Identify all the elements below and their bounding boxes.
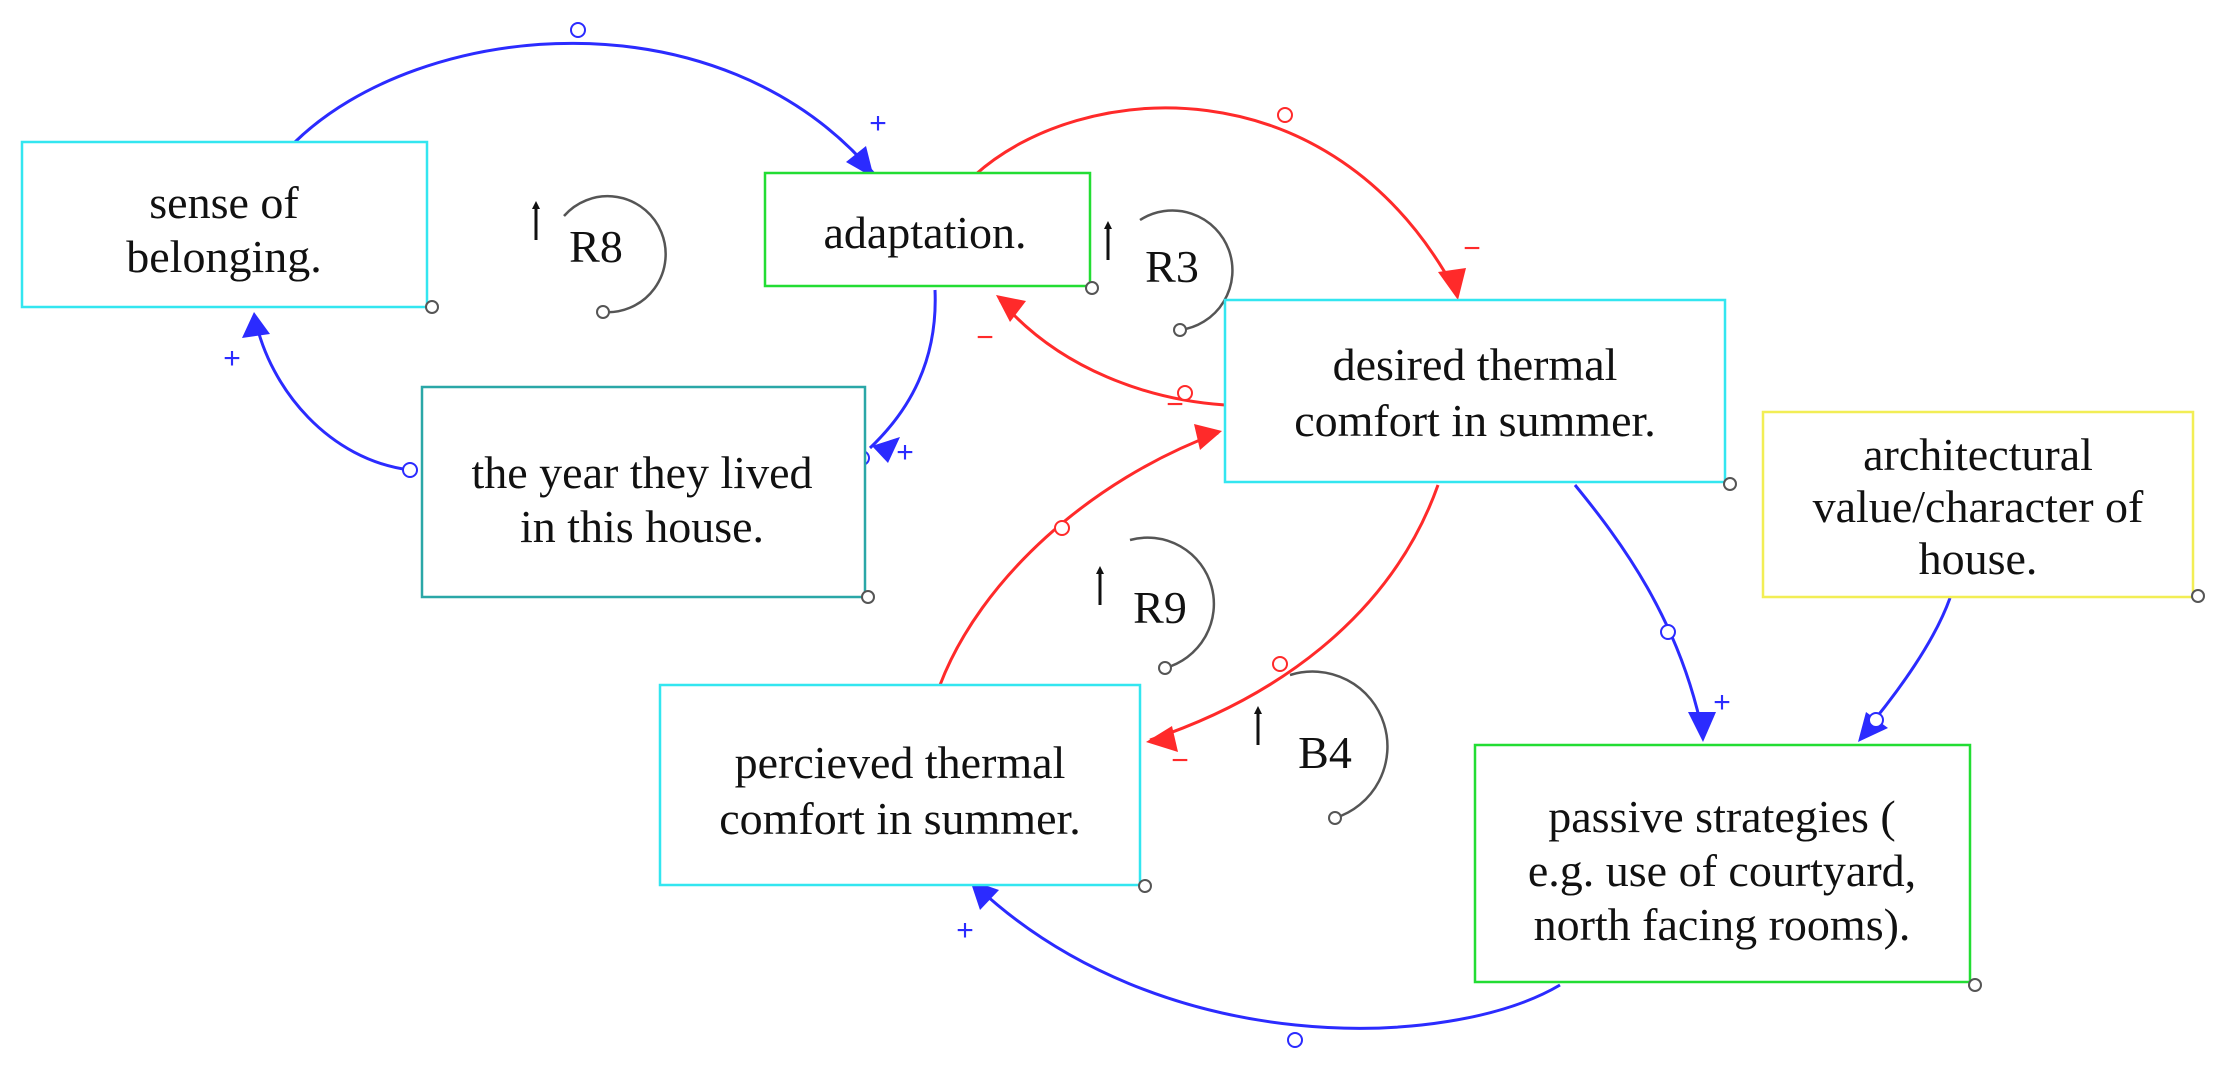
node-label: in this house.	[520, 501, 764, 552]
polarity-sign: +	[1713, 686, 1731, 719]
node-years-lived[interactable]: the year they lived in this house.	[420, 385, 875, 604]
node-passive-strategies[interactable]: passive strategies ( e.g. use of courtya…	[1473, 743, 1982, 992]
link-passive-to-perceived[interactable]	[973, 883, 1561, 1030]
link-handle-desired-to-adaptation[interactable]	[1177, 385, 1193, 401]
loop-label: R3	[1145, 241, 1199, 292]
node-adaptation[interactable]: adaptation.	[763, 171, 1099, 295]
node-label: e.g. use of courtyard,	[1528, 845, 1916, 896]
link-desired-to-passive[interactable]	[1573, 484, 1705, 736]
arrowhead-passive-to-perceived	[970, 880, 999, 910]
arrowhead-belonging-to-adaptation	[846, 146, 874, 178]
node-label: passive strategies (	[1548, 791, 1895, 842]
polarity-sign: −	[1171, 744, 1189, 777]
polarity-sign: +	[223, 342, 241, 375]
link-handle-perceived-to-desired[interactable]	[1054, 520, 1070, 536]
loop-b4[interactable]: B4	[1254, 670, 1389, 825]
nodes: sense of belonging. adaptation. the year…	[20, 140, 2205, 992]
loop-label: B4	[1298, 727, 1352, 778]
arrowhead-perceived-to-desired	[1194, 424, 1222, 450]
node-label: desired thermal	[1333, 339, 1618, 390]
polarity-sign: −	[976, 321, 994, 354]
node-label: belonging.	[126, 231, 321, 282]
link-handle-desired-to-passive[interactable]	[1660, 624, 1676, 640]
loop-label: R9	[1133, 582, 1187, 633]
node-label: architectural	[1863, 429, 2093, 480]
node-label: comfort in summer.	[1294, 395, 1656, 446]
node-label: adaptation.	[823, 207, 1026, 258]
loop-r9[interactable]: R9	[1096, 536, 1216, 675]
link-handle-belonging-to-adaptation[interactable]	[570, 22, 586, 38]
link-adaptation-to-years[interactable]	[868, 289, 937, 450]
links: + + + − − − − +	[223, 22, 1952, 1048]
node-label: comfort in summer.	[719, 793, 1081, 844]
node-label: value/character of	[1813, 481, 2144, 532]
link-handle-passive-to-perceived[interactable]	[1287, 1032, 1303, 1048]
arrowhead-desired-to-adaptation	[996, 295, 1026, 322]
arrowhead-desired-to-perceived	[1146, 726, 1178, 752]
link-perceived-to-desired[interactable]	[938, 431, 1219, 686]
node-label: the year they lived	[471, 447, 812, 498]
polarity-sign: +	[869, 107, 887, 140]
link-belonging-to-adaptation[interactable]	[293, 41, 877, 176]
link-desired-to-perceived[interactable]	[1149, 484, 1440, 742]
link-handle-adaptation-to-desired[interactable]	[1277, 107, 1293, 123]
polarity-sign: +	[956, 914, 974, 947]
link-handle-years-to-belonging[interactable]	[402, 462, 418, 478]
node-perceived-thermal-comfort[interactable]: percieved thermal comfort in summer.	[658, 683, 1152, 893]
arrowhead-desired-to-passive	[1688, 712, 1716, 742]
arrowhead-adaptation-to-desired	[1438, 268, 1466, 300]
link-handle-architectural-to-passive[interactable]	[1868, 712, 1884, 728]
node-label: sense of	[149, 177, 299, 228]
polarity-sign: +	[896, 436, 914, 469]
loop-label: R8	[569, 221, 623, 272]
link-years-to-belonging[interactable]	[253, 317, 411, 472]
link-adaptation-to-desired[interactable]	[973, 106, 1457, 291]
node-label: house.	[1919, 533, 2038, 584]
node-desired-thermal-comfort[interactable]: desired thermal comfort in summer.	[1223, 298, 1737, 491]
arrowhead-years-to-belonging	[242, 312, 270, 338]
arrowhead-adaptation-to-years	[872, 437, 900, 463]
node-architectural-value[interactable]: architectural value/character of house.	[1761, 410, 2205, 603]
loop-r8[interactable]: R8	[532, 194, 667, 319]
link-handle-desired-to-perceived[interactable]	[1272, 656, 1288, 672]
loop-r3[interactable]: R3	[1104, 209, 1234, 337]
node-sense-of-belonging[interactable]: sense of belonging.	[20, 140, 439, 314]
polarity-sign: −	[1166, 388, 1184, 421]
node-label: percieved thermal	[735, 737, 1066, 788]
loop-markers: R8 R3 R9 B4	[532, 194, 1389, 825]
link-desired-to-adaptation[interactable]	[998, 299, 1226, 407]
node-label: north facing rooms).	[1534, 899, 1911, 950]
polarity-sign: −	[1463, 232, 1481, 265]
